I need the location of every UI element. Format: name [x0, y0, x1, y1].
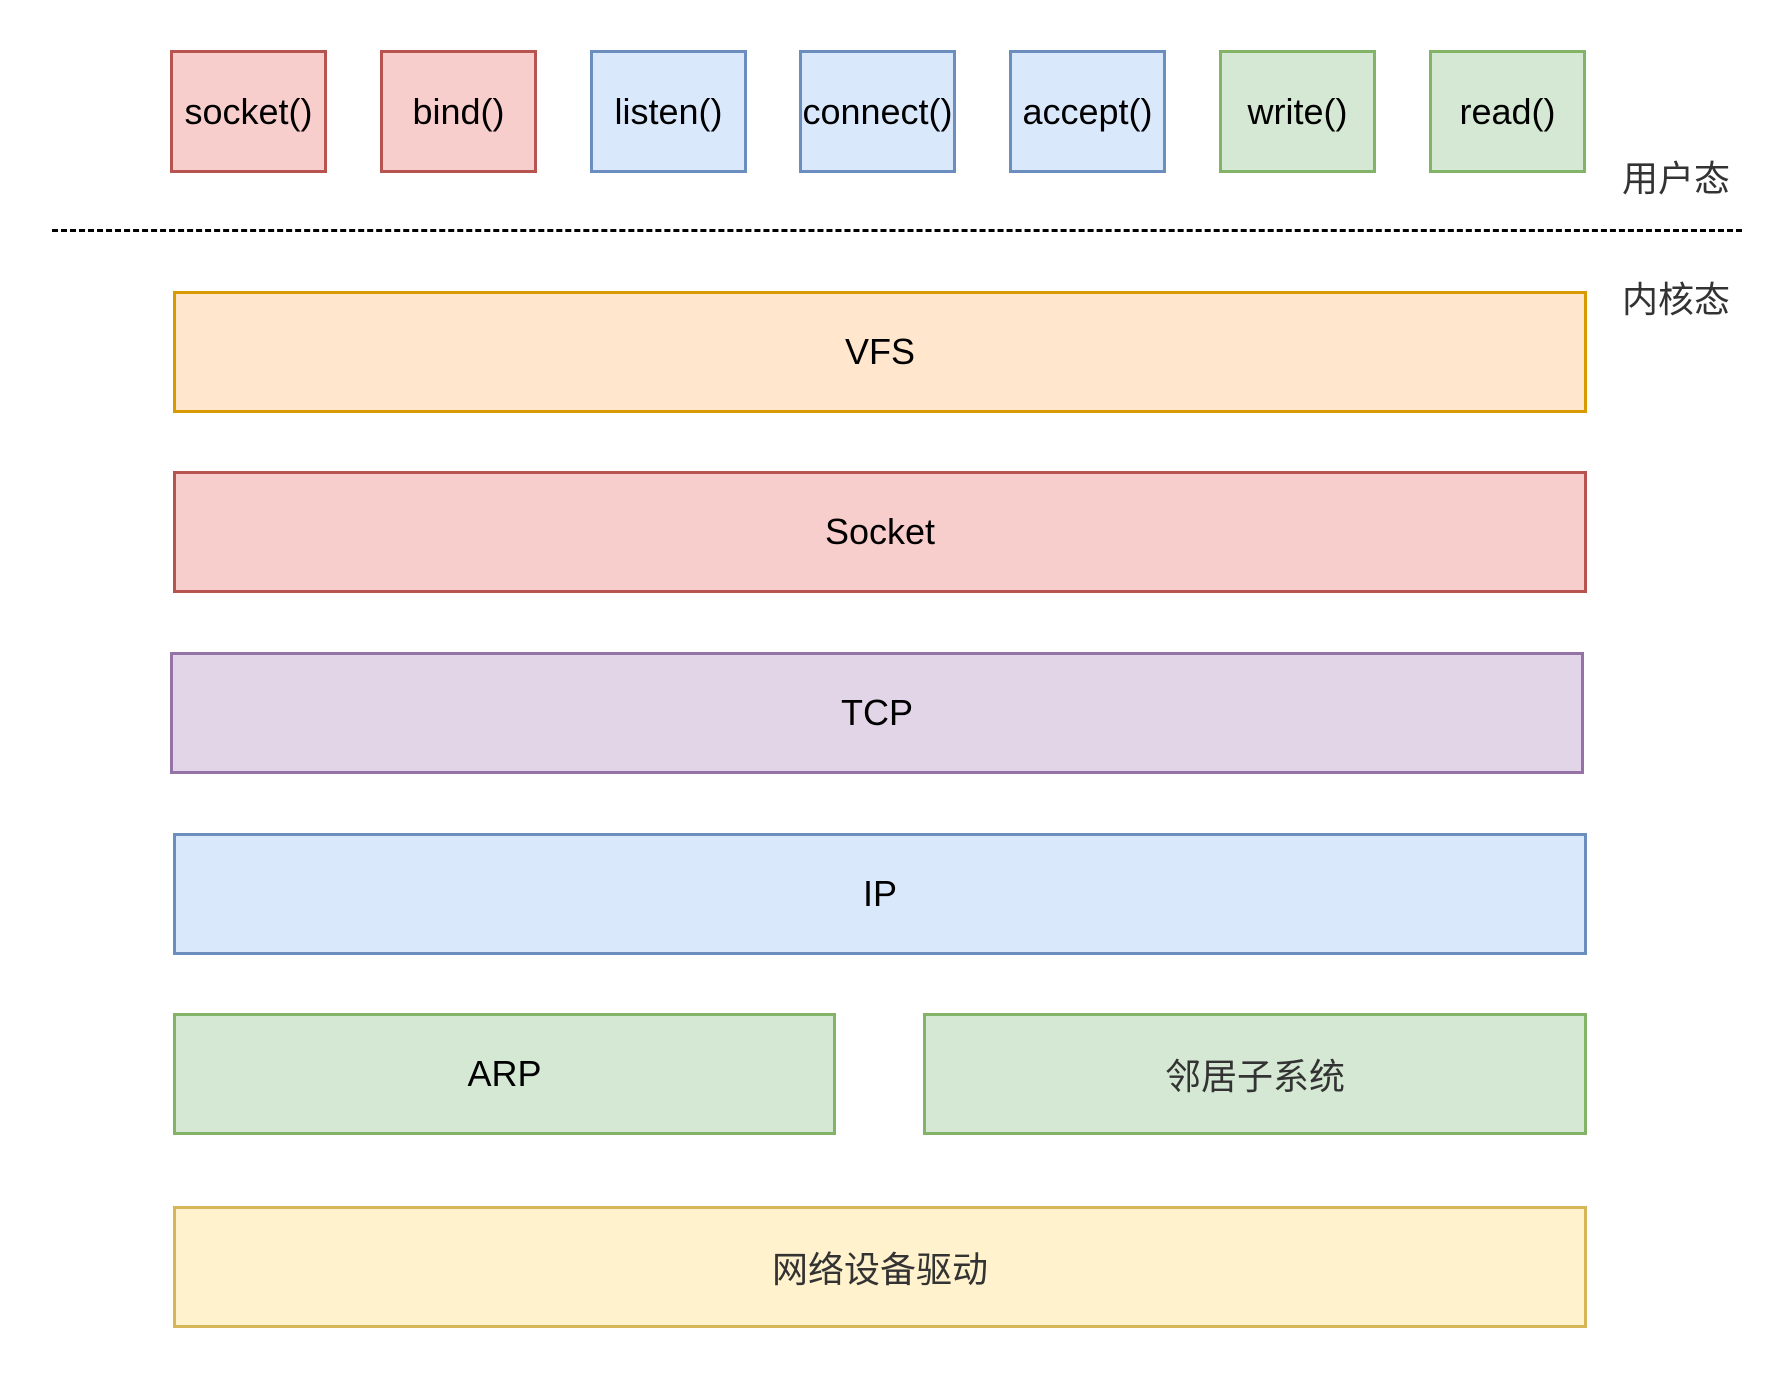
- user-space-label: 用户态: [1622, 159, 1731, 200]
- listen-call-box: listen(): [590, 50, 747, 173]
- network-device-driver-layer: 网络设备驱动: [173, 1206, 1587, 1328]
- accept-call-box: accept(): [1009, 50, 1166, 173]
- socket-call-box: socket(): [170, 50, 327, 173]
- user-kernel-divider: [52, 229, 1742, 232]
- socket-layer: Socket: [173, 471, 1587, 593]
- kernel-space-label: 内核态: [1622, 280, 1731, 321]
- write-call-box: write(): [1219, 50, 1376, 173]
- tcp-layer: TCP: [170, 652, 1584, 774]
- vfs-layer: VFS: [173, 291, 1587, 413]
- read-call-box: read(): [1429, 50, 1586, 173]
- neighbor-subsystem-layer: 邻居子系统: [923, 1013, 1587, 1135]
- bind-call-box: bind(): [380, 50, 537, 173]
- ip-layer: IP: [173, 833, 1587, 955]
- connect-call-box: connect(): [799, 50, 956, 173]
- arp-layer: ARP: [173, 1013, 836, 1135]
